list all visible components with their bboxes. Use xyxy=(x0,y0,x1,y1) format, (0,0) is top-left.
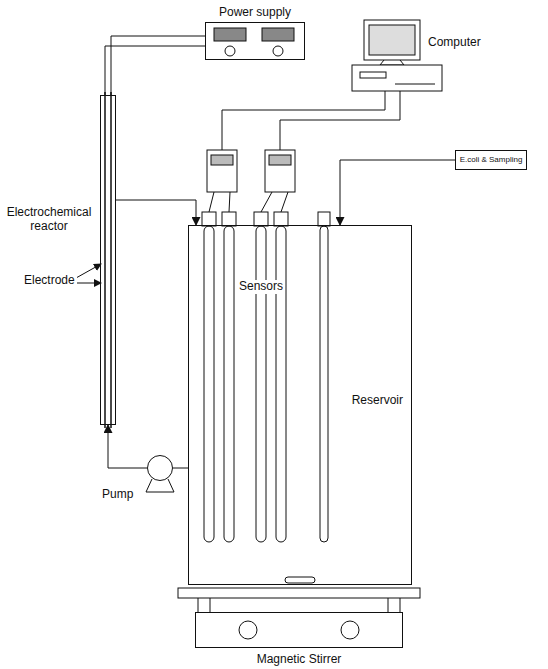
node-label: Computer xyxy=(428,36,481,50)
screen xyxy=(369,25,415,55)
sampling-box: E.coli & Sampling xyxy=(455,150,527,170)
flow-line xyxy=(340,160,455,225)
sensor-tube xyxy=(224,226,234,542)
stir-bar xyxy=(285,577,315,583)
sensor-cap xyxy=(202,212,216,226)
node-label: Pump xyxy=(102,488,133,502)
sampling-tube xyxy=(320,226,328,542)
node-label: Electrochemical reactor xyxy=(3,206,95,234)
magnetic-stirrer: Magnetic Stirrer xyxy=(195,612,403,648)
flow-line xyxy=(108,425,147,468)
node-label: E.coli & Sampling xyxy=(456,151,526,169)
sensor-tube xyxy=(276,226,286,542)
stirrer-plate xyxy=(178,588,420,598)
computer-case xyxy=(352,65,442,91)
sensor-tube xyxy=(204,226,214,542)
electrochemical-reactor: Electrochemical reactor xyxy=(100,95,116,425)
monitor xyxy=(364,20,420,60)
signal-wire xyxy=(280,91,400,150)
sensor-meter xyxy=(207,150,237,192)
display xyxy=(262,28,294,41)
display xyxy=(214,28,246,41)
part-name: Sensors xyxy=(237,280,285,294)
pump: Pump xyxy=(147,455,173,481)
electrode xyxy=(105,92,111,428)
stirrer-leg xyxy=(198,598,400,612)
flow-line xyxy=(105,36,205,95)
part-name: Electrode xyxy=(22,274,77,288)
sensor-cable xyxy=(209,192,288,212)
flow-line xyxy=(116,200,196,225)
sensor-cap xyxy=(274,212,288,226)
computer: Computer xyxy=(350,18,444,92)
knob xyxy=(225,46,235,56)
leader-line xyxy=(76,264,101,278)
node-label: Reservoir xyxy=(352,394,403,408)
node-label: Magnetic Stirrer xyxy=(257,653,342,667)
drive xyxy=(360,72,386,78)
sensor-meter xyxy=(265,150,295,192)
reservoir: Reservoir xyxy=(188,225,412,585)
meter-display xyxy=(269,155,291,165)
meter-display xyxy=(211,155,233,165)
sensor-tube xyxy=(256,226,266,542)
stirrer-knob xyxy=(341,621,359,639)
node-label: Power supply xyxy=(219,6,291,20)
sampling-cap xyxy=(318,212,330,226)
sensor-cap xyxy=(222,212,236,226)
flow-line xyxy=(173,468,188,469)
leader-line xyxy=(76,283,101,284)
knob xyxy=(273,46,283,56)
sensor-cap xyxy=(254,212,268,226)
monitor-stand xyxy=(380,60,404,65)
stirrer-knob xyxy=(239,621,257,639)
case-line xyxy=(395,84,435,85)
power-supply: Power supply xyxy=(205,22,305,60)
